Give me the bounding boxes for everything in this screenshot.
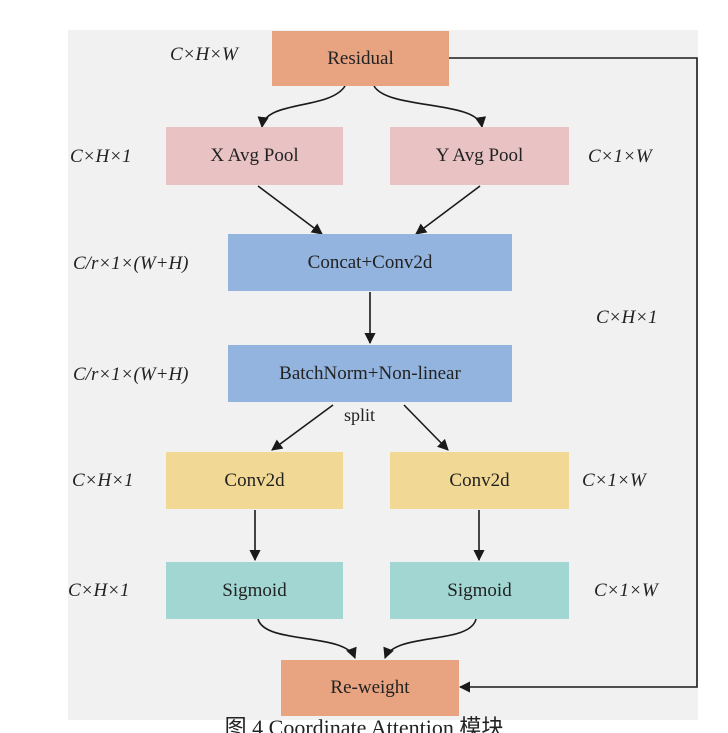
sigmoid-left-label: Sigmoid: [222, 579, 287, 601]
figure-caption-text: 图 4 Coordinate Attention 模块: [224, 716, 504, 733]
y-pool-dim-label: C×1×W: [588, 146, 652, 167]
arrow-split-to-right-conv: [403, 404, 449, 451]
y-avg-pool-node: Y Avg Pool: [390, 127, 569, 185]
concat-conv2d-label: Concat+Conv2d: [307, 251, 433, 273]
x-avg-pool-label: X Avg Pool: [210, 145, 299, 166]
arrow-right-sigmoid-to-reweight: [383, 618, 477, 660]
residual-label: Residual: [327, 47, 394, 69]
sigmoid-left-dim-label: C×H×1: [68, 580, 130, 601]
sigmoid-right-label: Sigmoid: [447, 579, 512, 601]
figure-caption: 图 4 Coordinate Attention 模块: [0, 716, 728, 733]
arrow-xpool-to-concat: [257, 185, 323, 235]
sigmoid-right-node: Sigmoid: [390, 562, 569, 619]
arrow-residual-to-ypool: [373, 85, 487, 129]
residual-node: Residual: [272, 31, 449, 86]
skip-dim-label: C×H×1: [596, 307, 658, 328]
concat-dim-label: C/r×1×(W+H): [73, 253, 189, 274]
sigmoid-right-dim-label: C×1×W: [594, 580, 658, 601]
conv-left-dim-label: C×H×1: [72, 470, 134, 491]
batchnorm-dim-label: C/r×1×(W+H): [73, 364, 189, 385]
batchnorm-nonlinear-node: BatchNorm+Non-linear: [228, 345, 512, 402]
conv2d-left-label: Conv2d: [224, 469, 285, 491]
input-dim-label: C×H×W: [170, 44, 238, 65]
arrow-residual-to-xpool: [257, 85, 346, 129]
arrow-skip-connection: [449, 57, 698, 693]
arrow-ypool-to-concat: [415, 185, 481, 235]
x-avg-pool-node: X Avg Pool: [166, 127, 343, 185]
split-label: split: [344, 405, 376, 425]
conv2d-left-node: Conv2d: [166, 452, 343, 509]
x-pool-dim-label: C×H×1: [70, 146, 132, 167]
arrow-split-to-left-conv: [271, 404, 334, 451]
reweight-label: Re-weight: [330, 677, 410, 698]
arrow-left-sigmoid-to-reweight: [257, 618, 357, 660]
batchnorm-nonlinear-label: BatchNorm+Non-linear: [279, 362, 461, 384]
sigmoid-left-node: Sigmoid: [166, 562, 343, 619]
conv2d-right-label: Conv2d: [449, 469, 510, 491]
y-avg-pool-label: Y Avg Pool: [435, 145, 524, 166]
conv-right-dim-label: C×1×W: [582, 470, 646, 491]
reweight-node: Re-weight: [281, 660, 459, 716]
conv2d-right-node: Conv2d: [390, 452, 569, 509]
concat-conv2d-node: Concat+Conv2d: [228, 234, 512, 291]
